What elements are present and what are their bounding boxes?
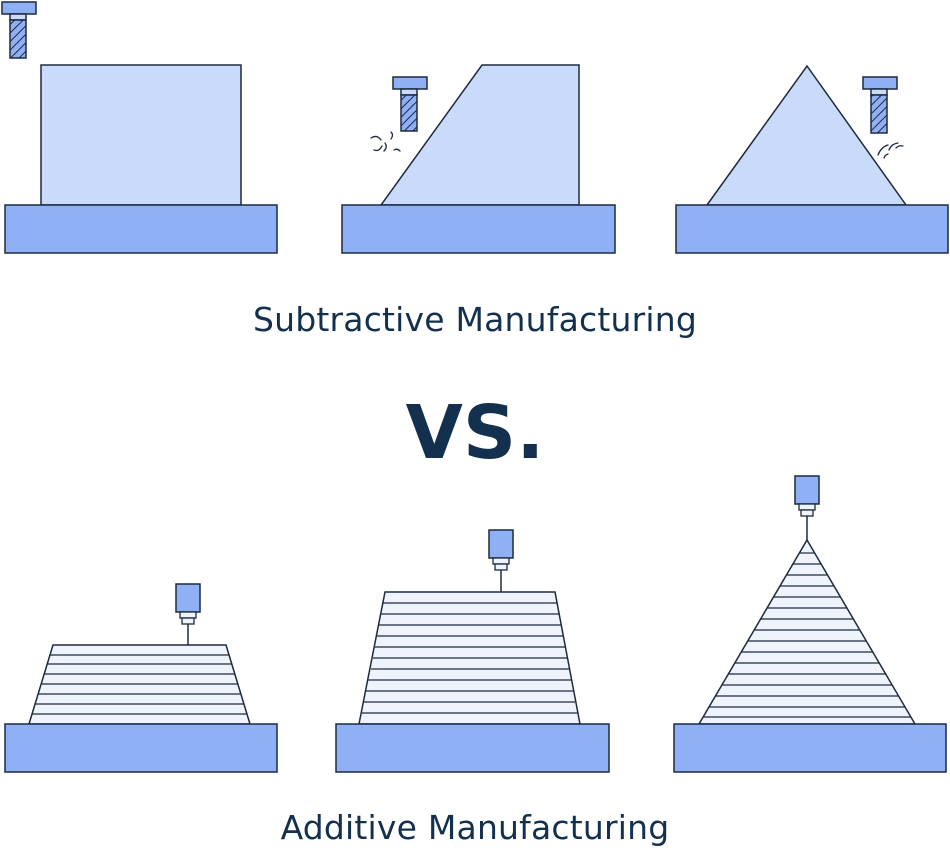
- additive-manufacturing-caption: Additive Manufacturing: [280, 808, 670, 847]
- subtractive-stage-raw-block: [1, 1, 278, 254]
- base-platform: [675, 204, 949, 254]
- end-mill-tool-icon: [862, 76, 898, 134]
- base-platform: [4, 723, 278, 773]
- base-platform: [335, 723, 610, 773]
- print-nozzle-icon: [794, 475, 820, 540]
- base-platform: [673, 723, 947, 773]
- versus-label: VS.: [405, 390, 545, 476]
- layer-lines: [362, 602, 578, 714]
- print-nozzle-icon: [175, 583, 201, 645]
- subtractive-stage-angled-cut: [341, 64, 616, 254]
- chips-icon: [370, 131, 401, 152]
- additive-stage-pyramid: [673, 475, 947, 773]
- chips-icon: [877, 142, 904, 159]
- end-mill-tool-icon: [1, 1, 37, 59]
- base-platform: [341, 204, 616, 254]
- subtractive-stage-pyramid: [675, 64, 949, 254]
- part-block: [40, 64, 242, 206]
- print-nozzle-icon: [488, 529, 514, 592]
- subtractive-manufacturing-caption: Subtractive Manufacturing: [252, 300, 698, 339]
- layer-lines: [703, 552, 911, 718]
- layer-lines: [32, 654, 247, 715]
- additive-stage-low-trapezoid: [4, 583, 278, 773]
- base-platform: [4, 204, 278, 254]
- end-mill-tool-icon: [392, 76, 428, 132]
- additive-stage-tall-trapezoid: [335, 529, 610, 773]
